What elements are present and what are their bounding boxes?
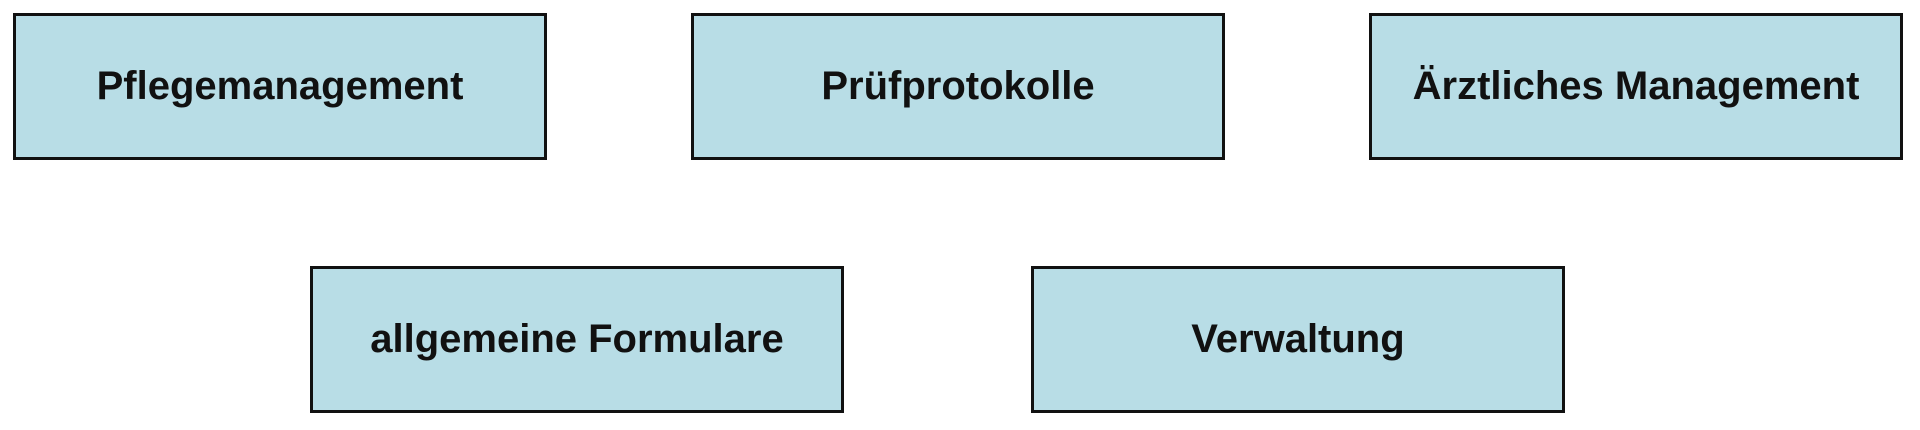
tile-label: Ärztliches Management: [1412, 64, 1860, 108]
tile-pruefprotokolle[interactable]: Prüfprotokolle: [691, 13, 1225, 160]
tile-pflegemanagement[interactable]: Pflegemanagement: [13, 13, 547, 160]
tile-aerztliches-management[interactable]: Ärztliches Management: [1369, 13, 1903, 160]
tile-verwaltung[interactable]: Verwaltung: [1031, 266, 1565, 413]
tile-label: Pflegemanagement: [96, 64, 464, 108]
tile-label: Verwaltung: [1191, 317, 1405, 361]
tile-allgemeine-formulare[interactable]: allgemeine Formulare: [310, 266, 844, 413]
tile-label: allgemeine Formulare: [370, 317, 784, 361]
tile-label: Prüfprotokolle: [821, 64, 1095, 108]
